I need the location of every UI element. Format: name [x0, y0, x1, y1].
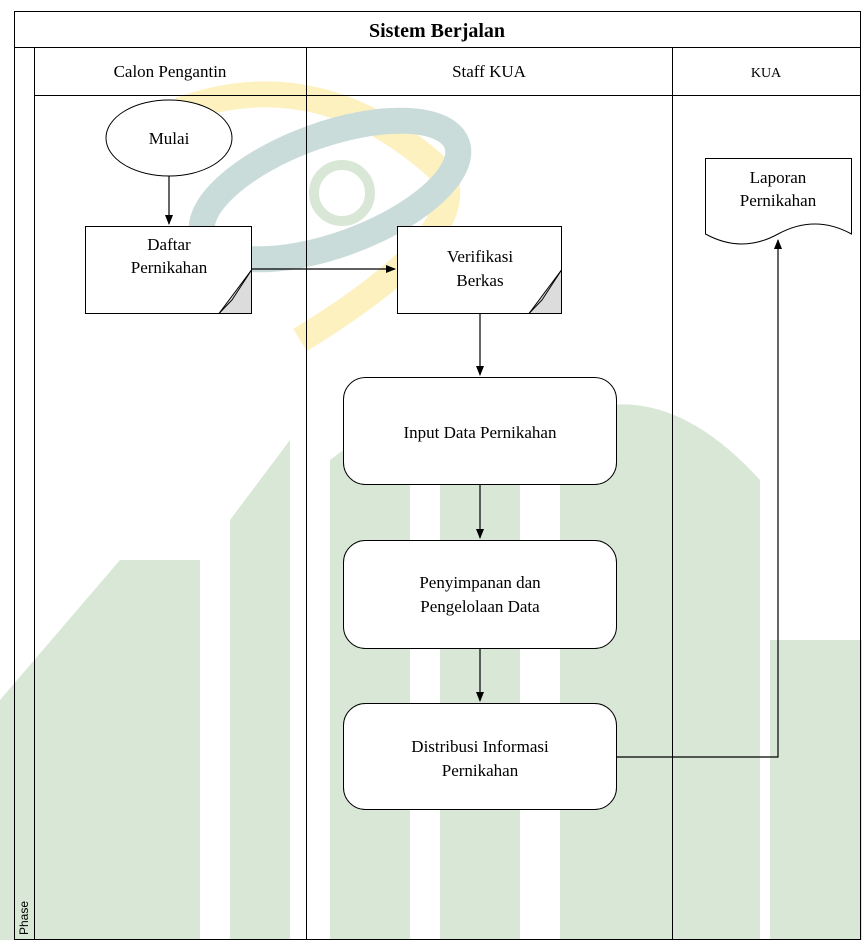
watermark-logo	[0, 81, 862, 940]
laporan-label-2: Pernikahan	[740, 191, 817, 210]
distribusi-label-1: Distribusi Informasi	[411, 737, 549, 756]
daftar-pernikahan-label-1: Daftar	[147, 235, 191, 254]
arrow-distribusi-to-laporan	[616, 239, 782, 758]
daftar-pernikahan-node: Daftar Pernikahan	[85, 226, 252, 314]
diagram-title: Sistem Berjalan	[369, 20, 505, 42]
input-data-node: Input Data Pernikahan	[343, 377, 617, 485]
penyimpanan-node: Penyimpanan dan Pengelolaan Data	[343, 540, 617, 649]
lane-label-staff-kua: Staff KUA	[452, 62, 527, 81]
laporan-pernikahan-node: Laporan Pernikahan	[705, 158, 852, 245]
penyimpanan-label-2: Pengelolaan Data	[420, 597, 540, 616]
start-node: Mulai	[105, 99, 233, 177]
verifikasi-berkas-node: Verifikasi Berkas	[397, 226, 562, 314]
start-node-label: Mulai	[149, 129, 190, 148]
verifikasi-berkas-label-2: Berkas	[456, 271, 503, 290]
penyimpanan-label-1: Penyimpanan dan	[419, 573, 541, 592]
lane-label-calon-pengantin: Calon Pengantin	[114, 62, 227, 81]
laporan-label-1: Laporan	[750, 168, 807, 187]
daftar-pernikahan-label-2: Pernikahan	[131, 258, 208, 277]
verifikasi-berkas-label-1: Verifikasi	[447, 247, 513, 266]
distribusi-label-2: Pernikahan	[442, 761, 519, 780]
phase-label: Phase	[17, 901, 31, 935]
lane-label-kua: KUA	[751, 66, 782, 81]
distribusi-node: Distribusi Informasi Pernikahan	[343, 703, 617, 810]
input-data-label: Input Data Pernikahan	[404, 423, 557, 442]
